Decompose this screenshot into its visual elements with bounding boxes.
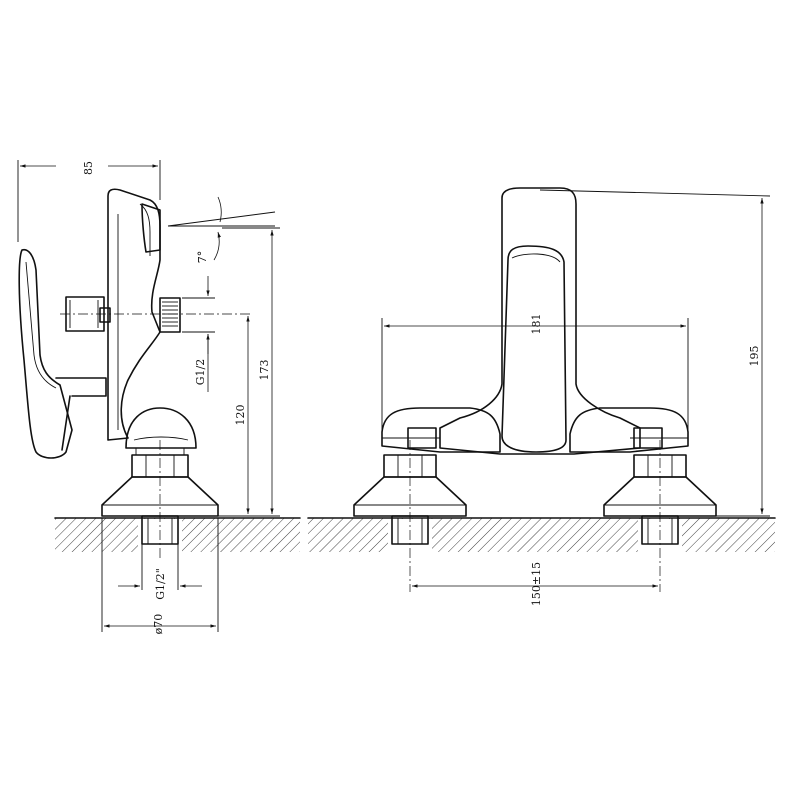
- dome-cap: [125, 407, 197, 449]
- dimension-181: 181: [381, 314, 689, 432]
- left-leg: [353, 440, 467, 592]
- dim-label-diameter: ø70: [152, 614, 165, 635]
- faucet-side-view: [18, 188, 252, 560]
- right-leg: [603, 440, 717, 592]
- dimension-angle-7: 7°: [167, 196, 276, 264]
- countertop-front-view: [307, 517, 776, 552]
- dim-label-g12: G1/2: [194, 359, 207, 386]
- dim-label-150: 150±15: [530, 562, 543, 606]
- spout-body: [439, 187, 641, 455]
- dimension-g12-shank: G1/2": [118, 544, 202, 600]
- dimension-173: 173: [218, 227, 280, 517]
- lever-handle: [18, 248, 73, 459]
- dimension-195: 195: [539, 189, 771, 517]
- dimension-85: 85: [17, 160, 161, 242]
- dimension-120: 120: [234, 316, 250, 514]
- dim-label-120: 120: [234, 405, 247, 426]
- right-arm: [569, 407, 689, 453]
- dimension-g12-outlet: G1/2: [182, 276, 215, 392]
- dimension-diameter-70: ø70: [101, 518, 219, 635]
- dim-label-g12-inch: G1/2": [154, 568, 167, 600]
- dim-label-195: 195: [748, 346, 761, 367]
- faucet-body-profile: [107, 188, 161, 441]
- dim-label-angle: 7°: [196, 251, 209, 264]
- dim-label-173: 173: [258, 360, 271, 381]
- dimension-150: 150±15: [412, 562, 658, 606]
- threaded-outlet: [159, 297, 181, 333]
- lever-front-face: [501, 245, 567, 453]
- dim-label-181: 181: [530, 314, 543, 335]
- dim-label-85: 85: [82, 161, 95, 175]
- left-arm: [381, 407, 501, 453]
